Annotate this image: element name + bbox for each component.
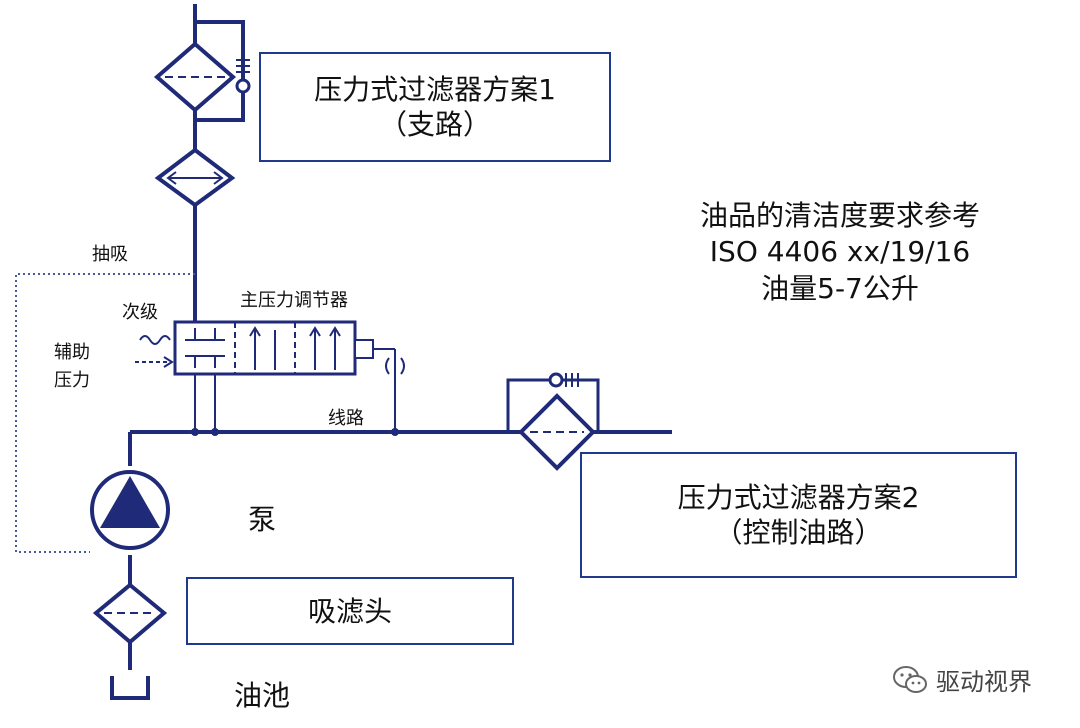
note-line-1: 油品的清洁度要求参考 [699,199,980,232]
cooler-symbol [154,147,236,208]
aux-pressure-label-1: 辅助 [54,342,90,363]
suction-draw-label: 抽吸 [92,244,128,265]
note-line-2: ISO 4406 xx/19/16 [709,235,971,269]
filter-1-title: 压力式过滤器方案1 [314,73,556,106]
filter-2-subtitle: （控制油路） [714,516,883,549]
watermark-text: 驱动视界 [936,668,1032,696]
filter-1-subtitle: （支路） [378,108,491,141]
cleanliness-note: 油品的清洁度要求参考 ISO 4406 xx/19/16 油量5-7公升 [640,198,1040,307]
pump-symbol [90,470,170,550]
pump-label: 泵 [248,503,277,536]
main-pressure-regulator-symbol [135,320,405,432]
main-regulator-label: 主压力调节器 [240,290,348,311]
filter-1-symbol [153,20,251,122]
secondary-label: 次级 [122,302,158,323]
wechat-icon [893,665,927,693]
line-label: 线路 [328,408,364,429]
suction-filter-title: 吸滤头 [307,594,392,628]
watermark: 驱动视界 [892,662,1032,697]
filter-2-box: 压力式过滤器方案2 （控制油路） [580,452,1017,578]
tank-label: 油池 [234,679,291,712]
filter-1-box: 压力式过滤器方案1 （支路） [259,52,611,162]
filter-2-symbol [506,372,600,471]
aux-pressure-label-2: 压力 [54,370,90,391]
tank-symbol [110,676,150,700]
filter-2-title: 压力式过滤器方案2 [677,481,920,514]
suction-filter-symbol [92,582,168,645]
suction-filter-box: 吸滤头 [186,577,514,645]
note-line-3: 油量5-7公升 [761,271,919,305]
valve-connection-lines [191,374,399,436]
